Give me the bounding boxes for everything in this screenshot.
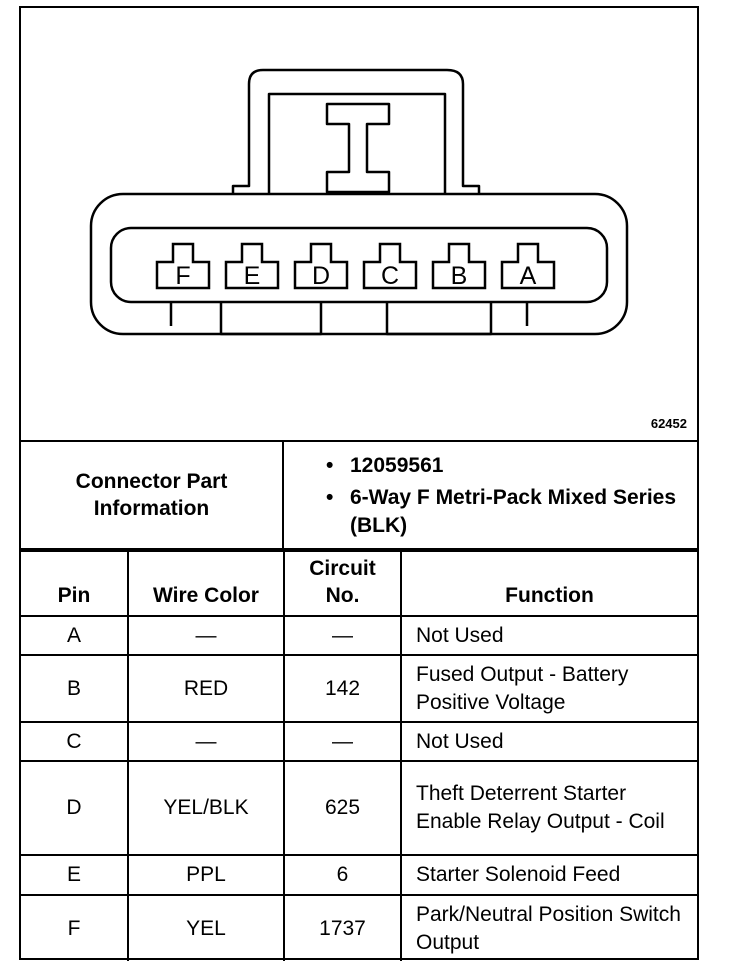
wire-color-cell: YEL/BLK (127, 760, 285, 856)
pin-label-a: A (520, 262, 537, 290)
table-row: B RED 142 Fused Output - Battery Positiv… (21, 654, 697, 723)
function-cell: Not Used (400, 721, 697, 762)
wire-color-cell: — (127, 721, 285, 762)
latch-i-beam (325, 102, 391, 194)
connector-body-inner (109, 226, 609, 304)
function-cell: Fused Output - Battery Positive Voltage (400, 654, 697, 723)
part-number: 12059561 (284, 452, 684, 480)
circuit-cell: 6 (283, 854, 402, 896)
pin-cell: F (21, 894, 129, 961)
wire-color-cell: — (127, 615, 285, 656)
pin-cell: C (21, 721, 129, 762)
pin-cavity-a (500, 242, 556, 290)
pin-label-f: F (175, 262, 190, 290)
pin-cavity-c (362, 242, 418, 290)
circuit-cell: — (283, 721, 402, 762)
table-row: D YEL/BLK 625 Theft Deterrent Starter En… (21, 760, 697, 856)
bottom-tab-right (385, 302, 529, 336)
latch-outer (231, 68, 481, 194)
table-row: A — — Not Used (21, 615, 697, 656)
header-circuit: Circuit No. (283, 550, 402, 617)
pin-cavity-b (431, 242, 487, 290)
function-cell: Theft Deterrent Starter Enable Relay Out… (400, 760, 697, 856)
function-cell: Park/Neutral Position Switch Output (400, 894, 697, 961)
function-cell: Starter Solenoid Feed (400, 854, 697, 896)
connector-description: 6-Way F Metri-Pack Mixed Series (BLK) (284, 484, 684, 540)
pin-cavity-e (224, 242, 280, 290)
wire-color-cell: YEL (127, 894, 285, 961)
table-row: E PPL 6 Starter Solenoid Feed (21, 854, 697, 896)
pin-label-d: D (312, 262, 330, 290)
circuit-cell: 142 (283, 654, 402, 723)
latch-inner (267, 92, 447, 194)
pin-cell: E (21, 854, 129, 896)
info-label: Connector Part Information (21, 442, 284, 548)
table-row: F YEL 1737 Park/Neutral Position Switch … (21, 894, 697, 961)
wire-color-cell: PPL (127, 854, 285, 896)
header-wire-color: Wire Color (127, 550, 285, 617)
table-header-row: Pin Wire Color Circuit No. Function (21, 550, 697, 617)
header-pin: Pin (21, 550, 129, 617)
connector-body-outer (89, 192, 629, 336)
connector-diagram: F E D C B A 62452 (21, 8, 697, 440)
pin-cell: B (21, 654, 129, 723)
circuit-cell: — (283, 615, 402, 656)
figure-number: 62452 (650, 416, 687, 431)
pin-label-c: C (381, 262, 399, 290)
table-row: C — — Not Used (21, 721, 697, 762)
pin-cavity-d (293, 242, 349, 290)
pin-cell: A (21, 615, 129, 656)
wire-color-cell: RED (127, 654, 285, 723)
pin-label-b: B (451, 262, 468, 290)
circuit-cell: 625 (283, 760, 402, 856)
header-function: Function (400, 550, 697, 617)
pin-cell: D (21, 760, 129, 856)
pin-label-e: E (244, 262, 261, 290)
connector-part-info: Connector Part Information 12059561 6-Wa… (21, 440, 697, 550)
info-list: 12059561 6-Way F Metri-Pack Mixed Series… (284, 452, 684, 544)
pinout-table: Pin Wire Color Circuit No. Function A — … (21, 550, 697, 961)
bottom-tab-left (169, 302, 323, 336)
function-cell: Not Used (400, 615, 697, 656)
pin-cavity-f (155, 242, 211, 290)
circuit-cell: 1737 (283, 894, 402, 961)
